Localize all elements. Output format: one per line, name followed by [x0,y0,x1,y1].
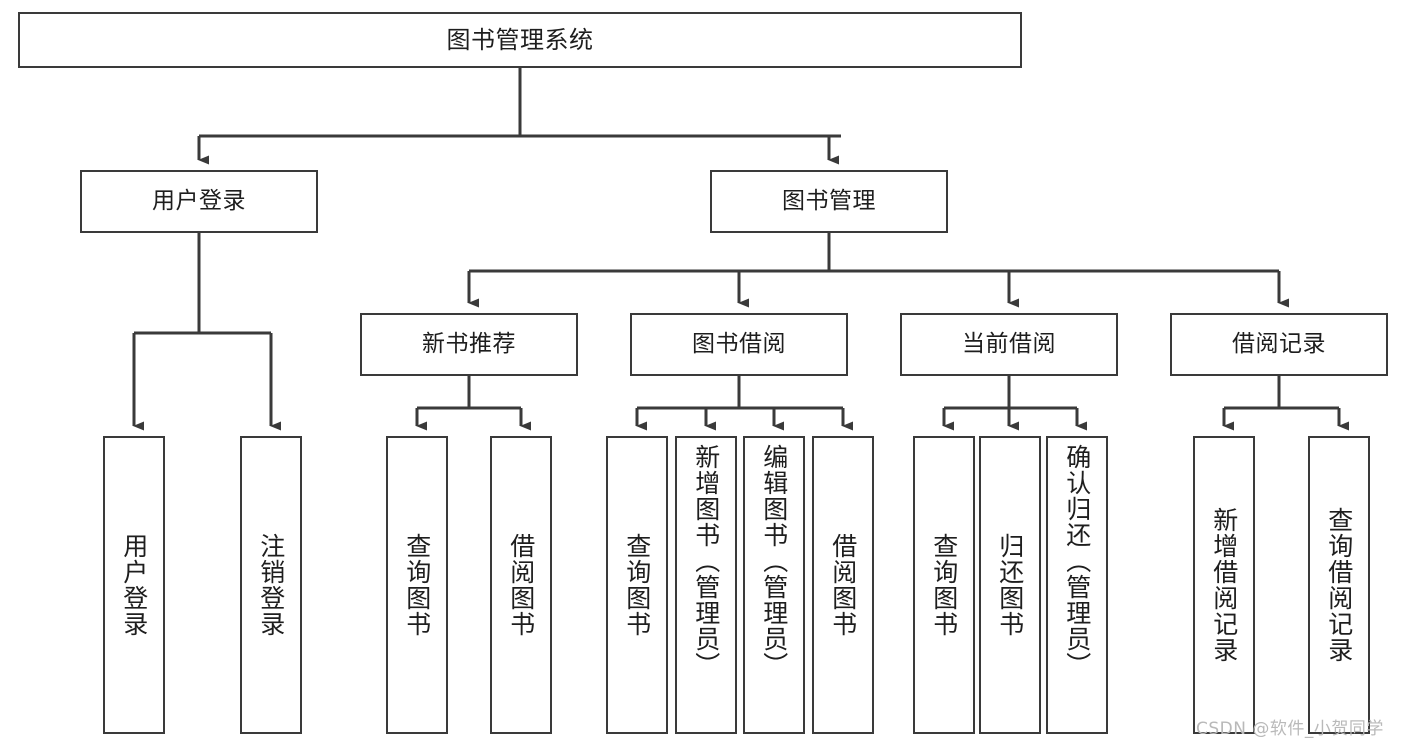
node-label: 借阅图书 [506,533,536,637]
node-user-login[interactable]: 用户登录 [80,170,318,233]
node-label: 图书借阅 [692,330,786,357]
node-book-management[interactable]: 图书管理 [710,170,948,233]
node-label: 当前借阅 [962,330,1056,357]
node-leaf-query-borrow-record[interactable]: 查询借阅记录 [1308,436,1370,734]
node-leaf-query-book-recommend[interactable]: 查询图书 [386,436,448,734]
node-label: 借阅图书 [828,533,858,637]
node-leaf-query-book-current[interactable]: 查询图书 [913,436,975,734]
node-label: 查询借阅记录 [1324,507,1354,663]
node-leaf-edit-book-admin[interactable]: 编辑图书（管理员） [743,436,805,734]
node-label: 用户登录 [152,187,246,214]
node-label: 新书推荐 [422,330,516,357]
node-book-borrowing[interactable]: 图书借阅 [630,313,848,376]
node-label: 归还图书 [995,533,1025,637]
node-label: 编辑图书（管理员） [759,444,789,678]
node-label: 确认归还（管理员） [1062,444,1092,678]
node-borrowing-record[interactable]: 借阅记录 [1170,313,1388,376]
node-label: 查询图书 [402,533,432,637]
node-label: 图书管理 [782,187,876,214]
node-leaf-user-login[interactable]: 用户登录 [103,436,165,734]
node-leaf-confirm-return-admin[interactable]: 确认归还（管理员） [1046,436,1108,734]
node-label: 借阅记录 [1232,330,1326,357]
csdn-watermark: CSDN @软件_小贺同学 [1196,719,1384,739]
node-new-book-recommendation[interactable]: 新书推荐 [360,313,578,376]
node-leaf-return-book[interactable]: 归还图书 [979,436,1041,734]
node-label: 注销登录 [256,533,286,637]
node-leaf-query-book-borrow[interactable]: 查询图书 [606,436,668,734]
node-label: 图书管理系统 [446,25,594,54]
node-leaf-add-borrow-record[interactable]: 新增借阅记录 [1193,436,1255,734]
node-label: 新增借阅记录 [1209,507,1239,663]
node-leaf-borrow-book[interactable]: 借阅图书 [812,436,874,734]
node-leaf-add-book-admin[interactable]: 新增图书（管理员） [675,436,737,734]
node-leaf-borrow-book-recommend[interactable]: 借阅图书 [490,436,552,734]
node-label: 用户登录 [119,533,149,637]
node-current-borrowing[interactable]: 当前借阅 [900,313,1118,376]
node-label: 新增图书（管理员） [691,444,721,678]
node-root-book-management-system[interactable]: 图书管理系统 [18,12,1022,68]
node-label: 查询图书 [622,533,652,637]
node-label: 查询图书 [929,533,959,637]
node-leaf-user-logout[interactable]: 注销登录 [240,436,302,734]
